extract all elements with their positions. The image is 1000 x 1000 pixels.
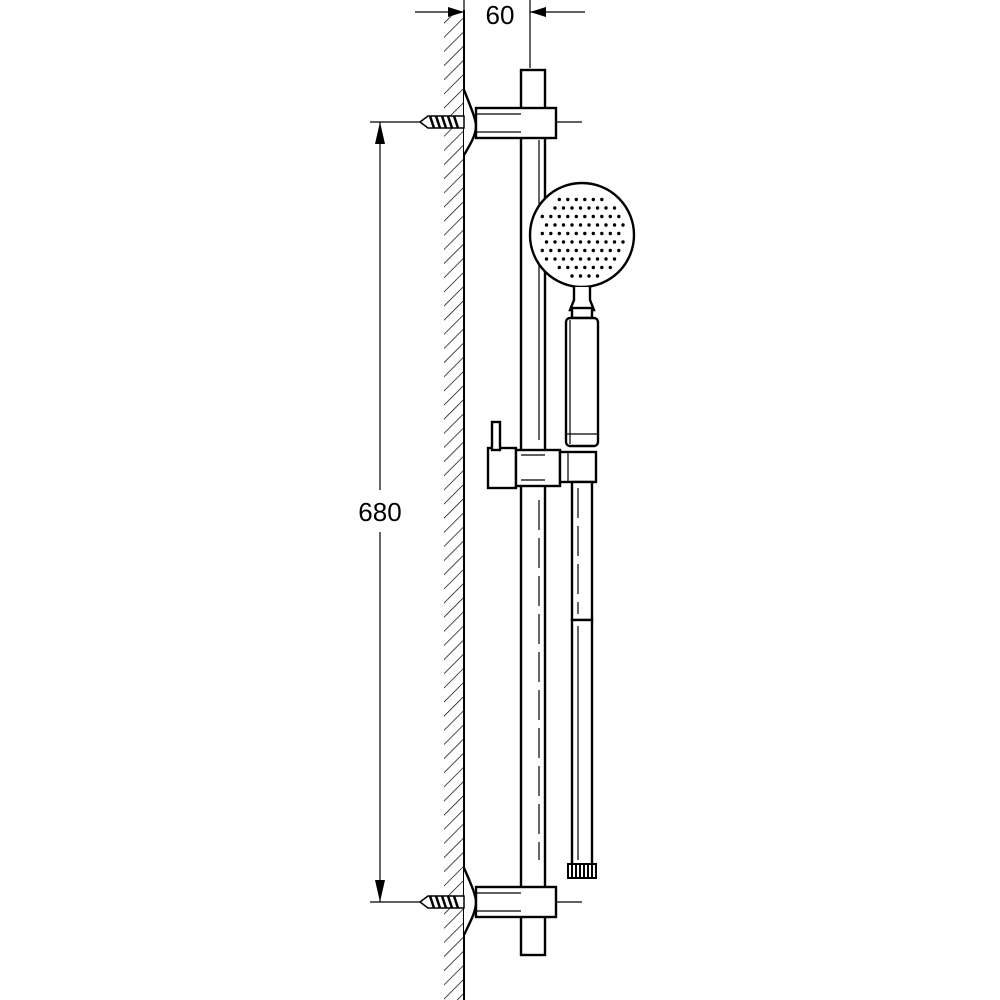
- nozzle-dot: [574, 265, 578, 270]
- nozzle-dot: [583, 214, 587, 219]
- nozzle-dot: [557, 231, 561, 236]
- nozzle-dot: [604, 257, 608, 261]
- nozzle-dot: [612, 240, 617, 244]
- nozzle-dot: [583, 231, 587, 236]
- nozzle-dot: [621, 223, 625, 227]
- hand-shower: [528, 181, 636, 448]
- nozzle-dot: [587, 223, 591, 227]
- nozzle-dot: [578, 274, 583, 278]
- nozzle-dot: [591, 197, 595, 202]
- nozzle-dot: [591, 214, 595, 219]
- dimension-60: 60: [415, 0, 585, 68]
- nozzle-dot: [612, 257, 617, 261]
- nozzle-dot: [574, 231, 578, 236]
- nozzle-dot: [608, 248, 612, 253]
- nozzle-dot: [608, 231, 612, 236]
- nozzle-dot: [557, 214, 561, 219]
- nozzle-dot: [557, 265, 561, 270]
- nozzle-dot: [612, 206, 617, 210]
- nozzle-dot: [583, 248, 587, 253]
- nozzle-dot: [553, 223, 557, 227]
- nozzle-dot: [570, 274, 574, 278]
- nozzle-dot: [570, 206, 574, 210]
- nozzle-dot: [617, 214, 621, 219]
- nozzle-dot: [566, 214, 570, 219]
- nozzle-dot: [595, 206, 600, 210]
- nozzle-dot: [591, 231, 595, 236]
- nozzle-dot: [600, 197, 604, 202]
- nozzle-dot: [587, 240, 591, 244]
- nozzle-dot: [583, 197, 587, 202]
- nozzle-dot: [566, 265, 570, 270]
- nozzle-dot: [557, 197, 561, 202]
- dimension-label-60: 60: [486, 0, 515, 30]
- nozzle-dot: [544, 257, 549, 261]
- nozzle-dot: [570, 240, 574, 244]
- nozzle-dot: [587, 257, 591, 261]
- dimension-label-680: 680: [358, 497, 401, 527]
- wall-bracket-top: [418, 89, 558, 156]
- nozzle-dot: [557, 248, 561, 253]
- sliding-holder: [486, 420, 598, 490]
- nozzle-dot: [595, 257, 600, 261]
- nozzle-dot: [574, 197, 578, 202]
- nozzle-dot: [600, 248, 604, 253]
- screw-top: [418, 115, 465, 129]
- shower-nozzles: [540, 197, 625, 278]
- nozzle-dot: [570, 223, 574, 227]
- screw-bottom: [418, 895, 465, 909]
- dimension-680: 680: [352, 121, 582, 903]
- nozzle-dot: [587, 206, 591, 210]
- nozzle-dot: [578, 206, 583, 210]
- nozzle-dot: [595, 240, 600, 244]
- nozzle-dot: [566, 197, 570, 202]
- wall-bracket-bottom: [418, 867, 558, 936]
- nozzle-dot: [595, 274, 600, 278]
- nozzle-dot: [561, 206, 566, 210]
- nozzle-dot: [574, 248, 578, 253]
- wall: [444, 10, 465, 1000]
- nozzle-dot: [604, 223, 608, 227]
- nozzle-dot: [553, 206, 557, 210]
- nozzle-dot: [561, 240, 566, 244]
- nozzle-dot: [578, 257, 583, 261]
- nozzle-dot: [595, 223, 600, 227]
- nozzle-dot: [561, 257, 566, 261]
- nozzle-dot: [549, 214, 553, 219]
- nozzle-dot: [608, 265, 612, 270]
- nozzle-dot: [617, 248, 621, 253]
- shower-handle: [564, 316, 600, 448]
- nozzle-dot: [600, 265, 604, 270]
- nozzle-dot: [583, 265, 587, 270]
- nozzle-dot: [544, 223, 549, 227]
- nozzle-dot: [600, 231, 604, 236]
- nozzle-dot: [578, 223, 583, 227]
- nozzle-dot: [561, 223, 566, 227]
- nozzle-dot: [578, 240, 583, 244]
- nozzle-dot: [544, 240, 549, 244]
- nozzle-dot: [540, 231, 544, 236]
- nozzle-dot: [604, 240, 608, 244]
- nozzle-dot: [540, 248, 544, 253]
- nozzle-dot: [549, 248, 553, 253]
- nozzle-dot: [591, 265, 595, 270]
- shower-hose: [567, 480, 597, 879]
- nozzle-dot: [600, 214, 604, 219]
- nozzle-dot: [612, 223, 617, 227]
- nozzle-dot: [566, 231, 570, 236]
- nozzle-dot: [591, 248, 595, 253]
- nozzle-dot: [604, 206, 608, 210]
- nozzle-dot: [540, 214, 544, 219]
- nozzle-dot: [608, 214, 612, 219]
- nozzle-dot: [570, 257, 574, 261]
- nozzle-dot: [621, 240, 625, 244]
- nozzle-dot: [553, 240, 557, 244]
- nozzle-dot: [587, 274, 591, 278]
- nozzle-dot: [566, 248, 570, 253]
- nozzle-dot: [549, 231, 553, 236]
- nozzle-dot: [553, 257, 557, 261]
- nozzle-dot: [574, 214, 578, 219]
- nozzle-dot: [617, 231, 621, 236]
